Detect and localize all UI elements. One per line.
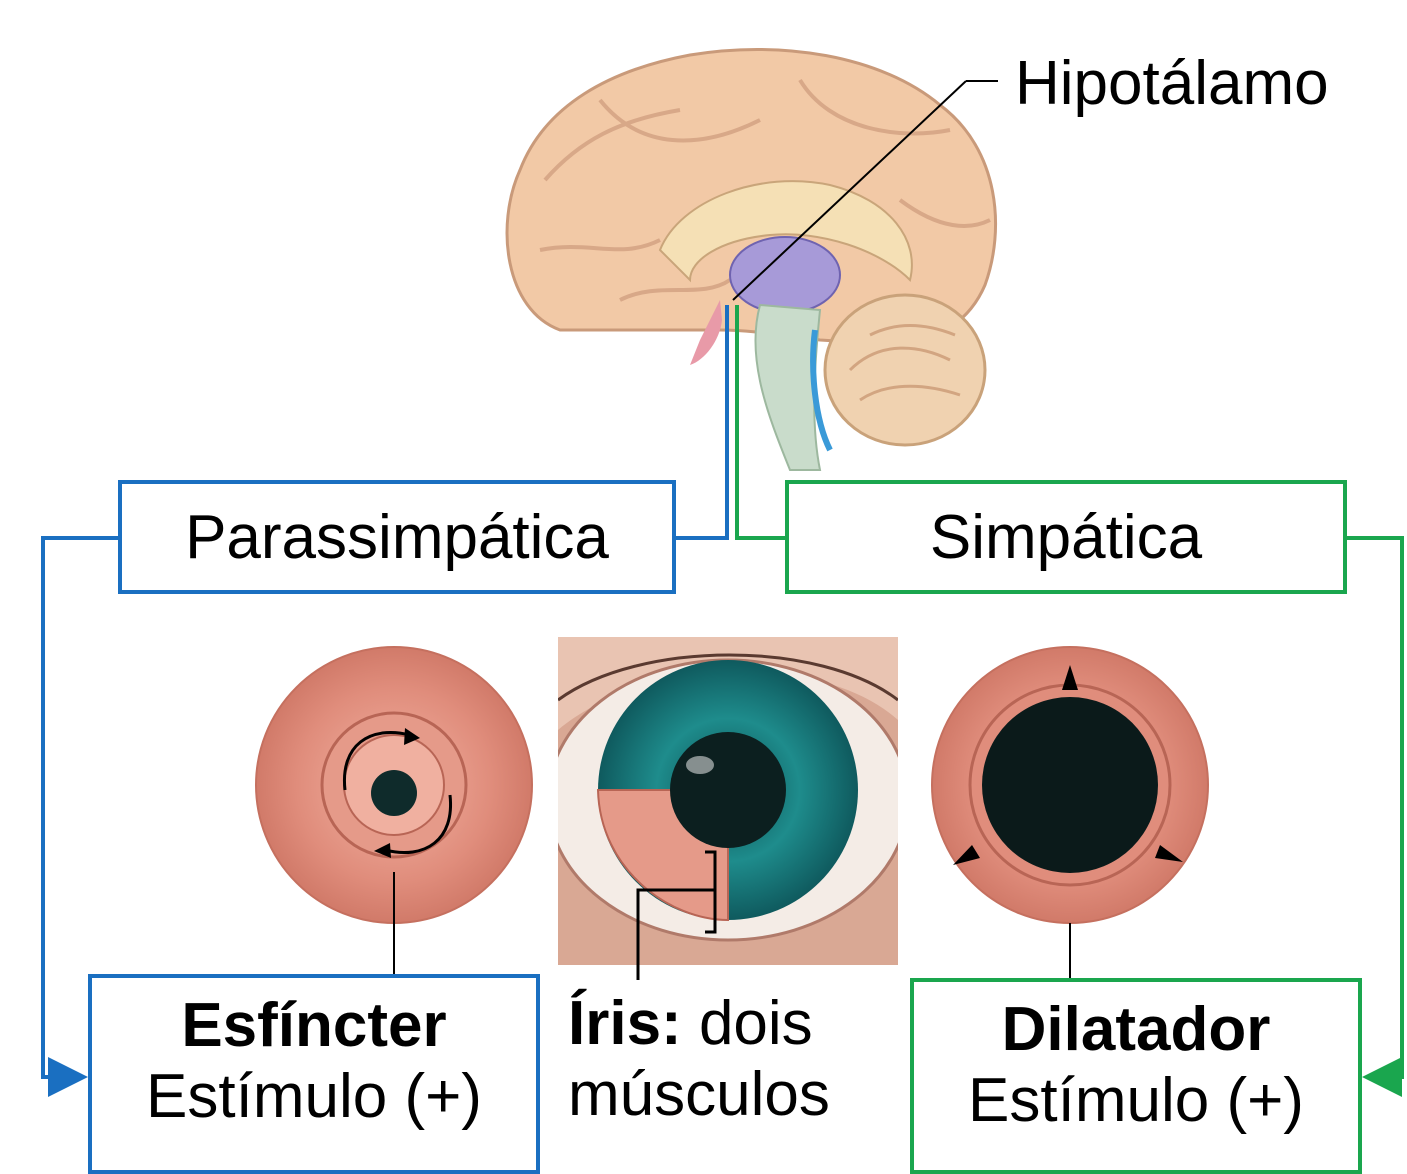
parasympathetic-label: Parassimpática	[185, 502, 609, 573]
dilator-iris-illustration	[932, 647, 1208, 980]
dilator-stimulus: Estímulo (+)	[968, 1065, 1304, 1136]
brain-illustration	[507, 49, 996, 470]
iris-line2: músculos	[568, 1059, 830, 1130]
parasympathetic-box: Parassimpática	[118, 480, 676, 594]
iris-title-rest: dois	[682, 989, 813, 1058]
sympathetic-box: Simpática	[785, 480, 1347, 594]
dilator-title: Dilatador	[1002, 994, 1271, 1065]
sphincter-stimulus: Estímulo (+)	[146, 1061, 482, 1132]
sphincter-iris-illustration	[256, 647, 532, 980]
sphincter-box: Esfíncter Estímulo (+)	[88, 974, 540, 1174]
hypothalamus-label: Hipotálamo	[1015, 48, 1329, 119]
sympathetic-label: Simpática	[930, 502, 1202, 573]
dilator-box: Dilatador Estímulo (+)	[910, 978, 1362, 1174]
iris-title: Íris:	[568, 989, 682, 1058]
iris-label: Íris: dois músculos	[568, 988, 830, 1131]
sphincter-title: Esfíncter	[181, 990, 446, 1061]
eye-illustration	[548, 637, 908, 965]
